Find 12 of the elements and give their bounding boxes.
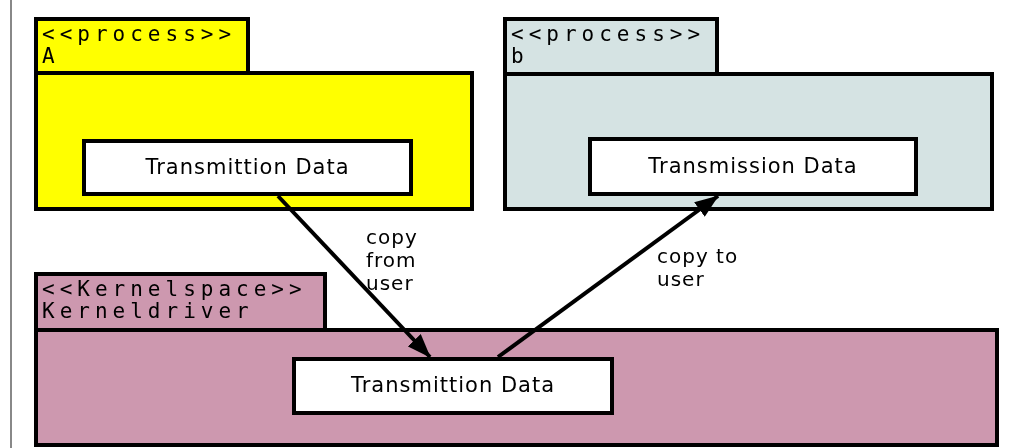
stereotype-label: <<process>> — [511, 23, 706, 45]
stereotype-label: <<Kernelspace>> — [42, 278, 307, 300]
stereotype-label: <<process>> — [42, 23, 237, 45]
edge-label: copy to user — [657, 245, 740, 291]
data-box: Transmission Data — [588, 137, 918, 196]
package-name: A — [42, 45, 60, 67]
package-name: Kerneldriver — [42, 300, 254, 322]
package-name: b — [511, 45, 529, 67]
arrow — [496, 194, 720, 359]
data-box: Transmittion Data — [82, 139, 413, 196]
data-box: Transmittion Data — [292, 357, 614, 415]
edge-label: copy from user — [366, 226, 419, 295]
